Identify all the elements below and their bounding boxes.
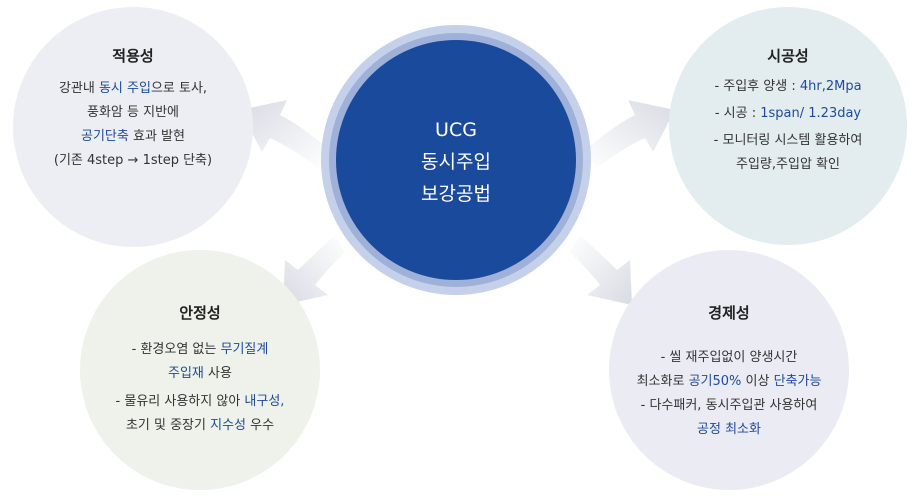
center-line-2: 동시주입 (421, 151, 491, 173)
arrow-bottom-left-icon (283, 235, 345, 305)
economy-circle: 경제성 - 씰 재주입없이 양생시간 최소화로 공기50% 이상 단축가능 - … (609, 250, 849, 490)
center-label: UCG 동시주입 보강공법 (336, 114, 576, 210)
economy-title: 경제성 (708, 304, 750, 322)
safety-body: - 환경오염 없는 무기질계 주입재 사용 - 물유리 사용하지 않아 내구성,… (115, 342, 285, 433)
safety-circle: 안정성 - 환경오염 없는 무기질계 주입재 사용 - 물유리 사용하지 않아 … (80, 250, 320, 490)
construction-body: - 주입후 양생 : 4hr,2Mpa - 시공 : 1span/ 1.23da… (713, 79, 863, 172)
applicability-circle: 적용성 강관내 동시 주입으로 토사, 풍화암 등 지반에 공기단축 효과 발현… (13, 7, 253, 247)
applicability-body: 강관내 동시 주입으로 토사, 풍화암 등 지반에 공기단축 효과 발현 (기존… (53, 81, 213, 168)
arrow-top-right-icon (585, 100, 675, 168)
center-line-3: 보강공법 (421, 183, 491, 205)
construction-title: 시공성 (767, 47, 809, 65)
center-line-1: UCG (435, 119, 477, 141)
construction-circle: 시공성 - 주입후 양생 : 4hr,2Mpa - 시공 : 1span/ 1.… (669, 7, 907, 245)
safety-title: 안정성 (179, 304, 221, 322)
arrow-top-left-icon (240, 100, 330, 168)
arrow-bottom-right-icon (570, 235, 632, 305)
applicability-title: 적용성 (112, 47, 154, 65)
economy-body: - 씰 재주입없이 양생시간 최소화로 공기50% 이상 단축가능 - 다수패커… (636, 350, 822, 437)
center-circle: UCG 동시주입 보강공법 (336, 40, 576, 280)
